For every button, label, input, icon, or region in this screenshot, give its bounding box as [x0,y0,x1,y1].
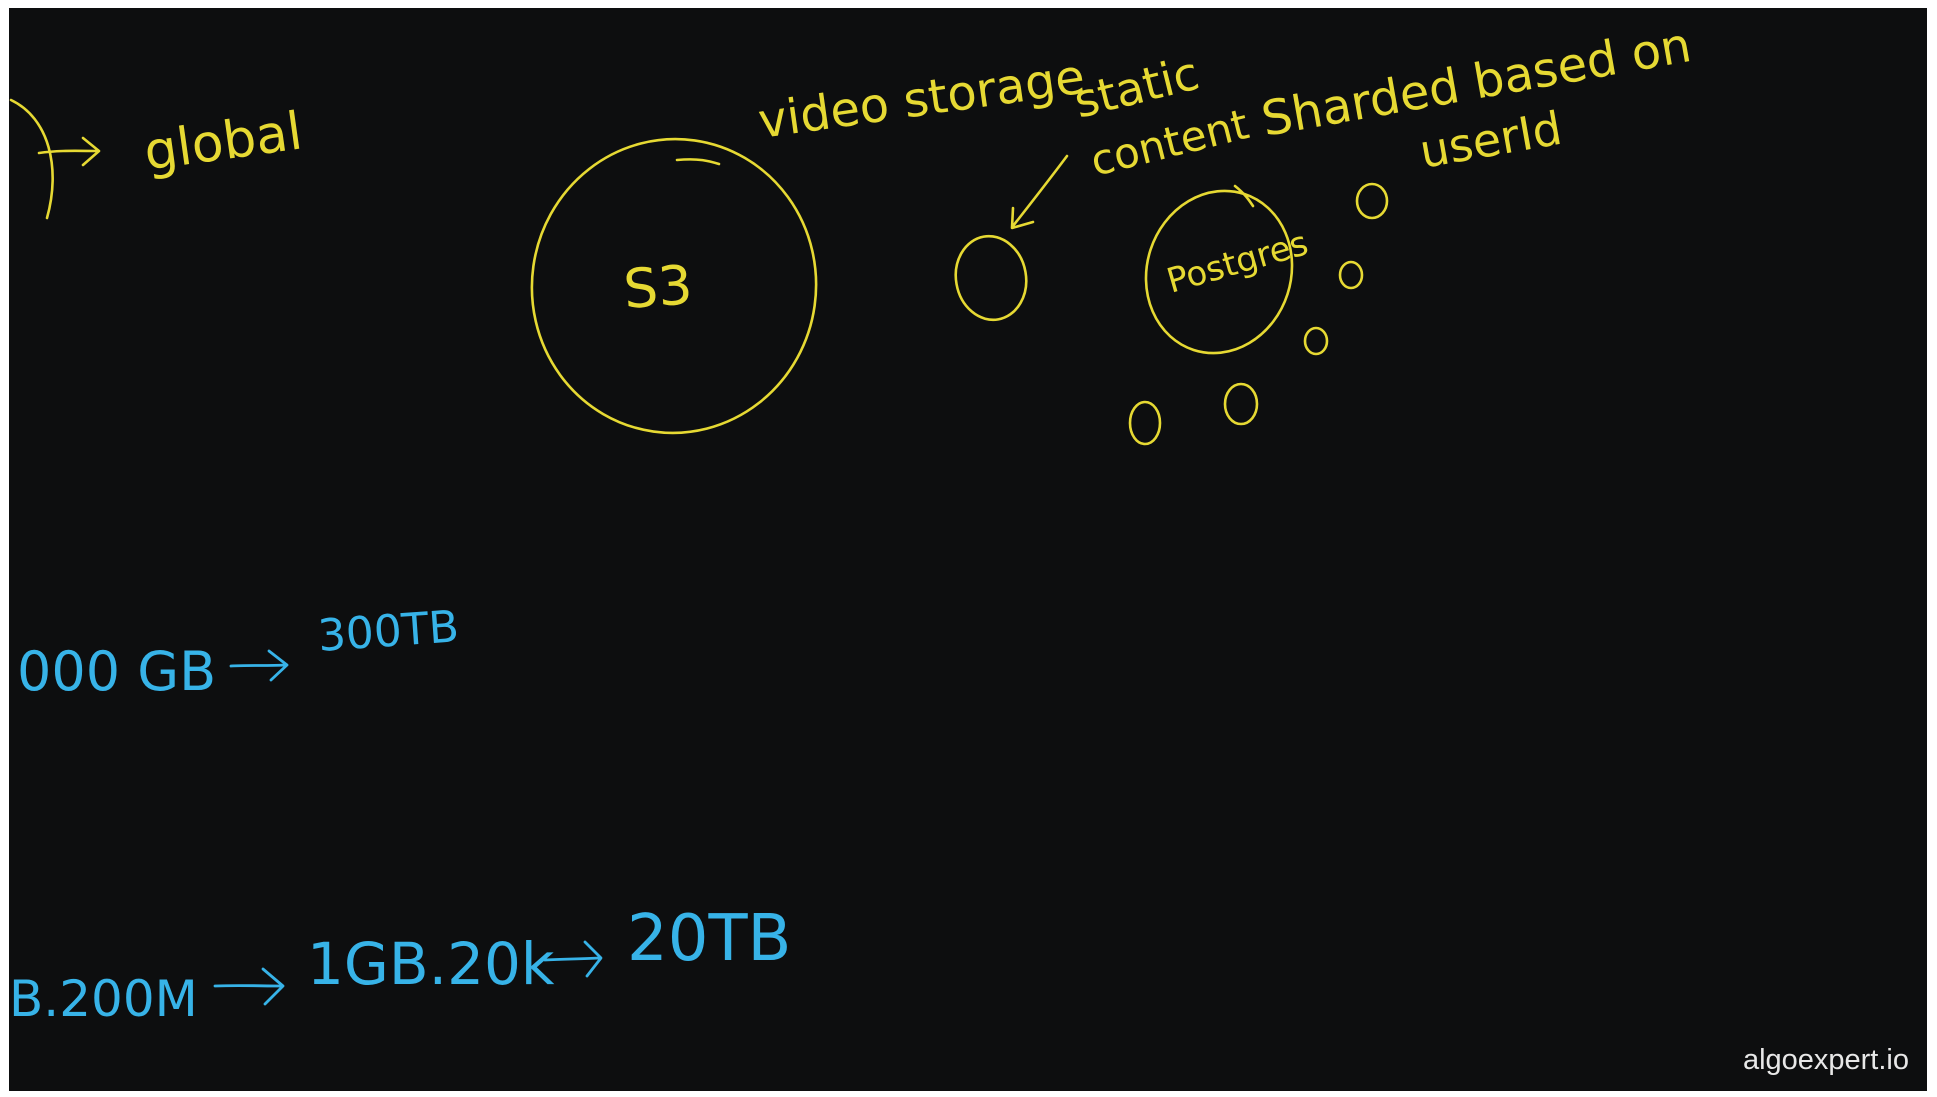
shard-circle-2 [1338,260,1364,290]
shard-circle-5 [1128,400,1162,446]
calc-line2-arrow-1 [213,967,285,1006]
shard-circle-3 [1303,326,1329,356]
calc-line2-mid: 1GB.20k [307,930,555,998]
calc-line1-arrow [229,649,289,682]
s3-circle-overlap [675,158,721,166]
whiteboard: global S3 video storage static content P… [9,8,1927,1091]
s3-circle [530,137,818,435]
cdn-node-circle [954,234,1028,322]
calc-line1-right: 300TB [316,601,460,662]
calc-line1-left: 000 GB [17,640,216,703]
left-bracket [9,98,54,220]
label-video-storage: video storage [755,49,1088,150]
global-arrow [37,136,101,167]
calc-line2-arrow-2 [543,940,603,978]
drawing-canvas: global S3 video storage static content P… [9,17,1695,1028]
label-s3: S3 [622,253,695,321]
calc-line2-left: B.200M [9,970,198,1028]
watermark-logo: algoexpert.io [1742,1044,1909,1076]
calc-line2-right: 20TB [627,902,791,976]
label-global: global [140,101,305,182]
shard-circle-1 [1355,182,1389,220]
postgres-circle-overlap [1233,184,1255,208]
shard-circle-4 [1223,382,1259,426]
static-content-arrow [1010,154,1069,230]
